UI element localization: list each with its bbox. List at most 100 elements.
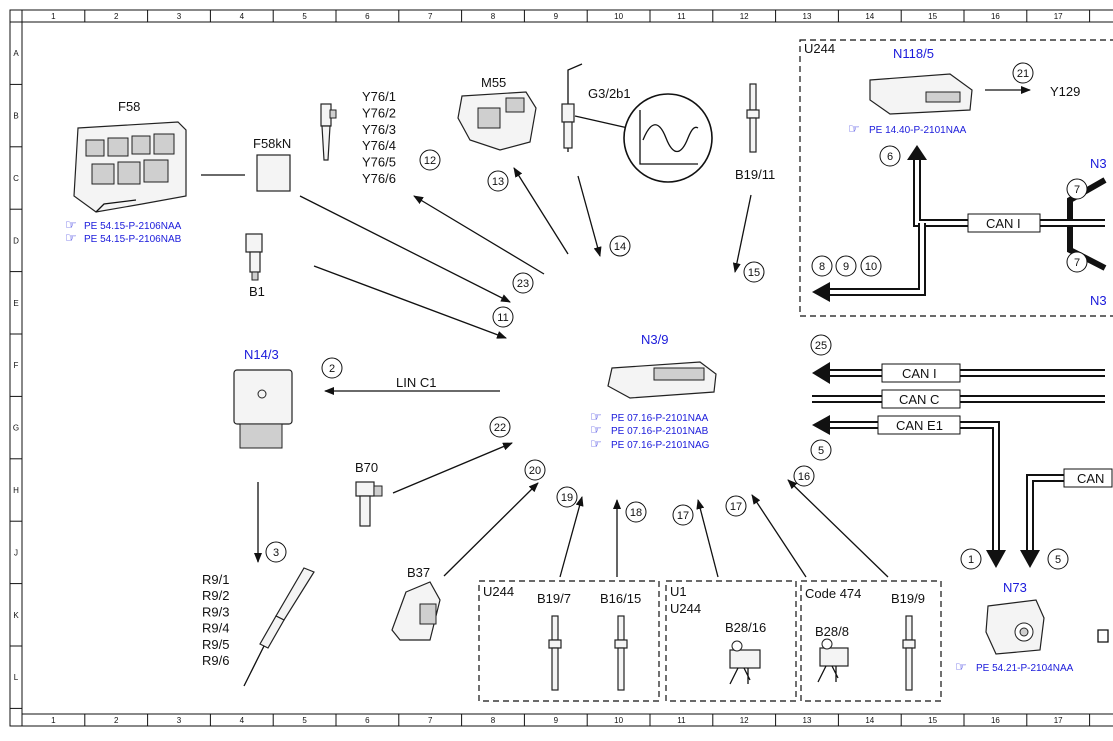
n73-label: N73 — [1003, 580, 1027, 595]
grid-row-label: J — [14, 548, 18, 557]
scope-pointer — [574, 115, 629, 129]
n3-cut-top-label: N3 — [1090, 156, 1107, 171]
signal-2: 2 — [321, 357, 343, 379]
y76-label: Y76/4 — [362, 138, 396, 153]
svg-text:7: 7 — [1074, 257, 1080, 269]
y76-label: Y76/3 — [362, 122, 396, 137]
svg-text:8: 8 — [819, 261, 825, 273]
grid-col-label-top: 3 — [177, 12, 182, 21]
n73-ignition-switch-icon — [985, 599, 1045, 655]
grid-col-label-bottom: 7 — [428, 716, 433, 725]
n3-9-ref-3[interactable]: PE 07.16-P-2101NAG — [611, 440, 710, 451]
can-cut-box — [1063, 468, 1113, 488]
n73-ref[interactable]: PE 54.21-P-2104NAA — [976, 663, 1074, 674]
signal-9: 9 — [835, 255, 857, 277]
y76-label: Y76/1 — [362, 89, 396, 104]
b19-9-sensor-icon — [902, 615, 916, 691]
grid-col-label-top: 9 — [554, 12, 559, 21]
f58-label: F58 — [118, 99, 140, 114]
n3-9-ref-1[interactable]: PE 07.16-P-2101NAA — [611, 413, 709, 424]
f58kn-label: F58kN — [253, 136, 291, 151]
svg-text:5: 5 — [818, 445, 824, 457]
b28-8-label: B28/8 — [815, 624, 849, 639]
f58-ref-2[interactable]: PE 54.15-P-2106NAB — [84, 234, 182, 245]
signal-20: 20 — [524, 459, 546, 481]
svg-text:13: 13 — [492, 176, 504, 188]
svg-text:1: 1 — [968, 554, 974, 566]
can-c-label: CAN C — [899, 392, 939, 407]
grid-col-label-top: 7 — [428, 12, 433, 21]
grid-col-label-top: 17 — [1054, 12, 1063, 21]
signal-22: 22 — [489, 416, 511, 438]
b70-label: B70 — [355, 460, 378, 475]
b28-8-radar-icon — [817, 638, 849, 683]
grid-col-label-bottom: 2 — [114, 716, 119, 725]
scope-axes — [639, 110, 698, 165]
svg-text:19: 19 — [561, 492, 573, 504]
f58-fuse-box-icon — [73, 121, 187, 213]
u244-bottom-group — [478, 580, 660, 702]
can-cut-label: CAN — [1077, 471, 1104, 486]
n14-3-module-icon — [233, 369, 293, 449]
grid-row-label: E — [13, 299, 18, 308]
svg-text:22: 22 — [494, 422, 506, 434]
signal-17-left: 17 — [672, 504, 694, 526]
n3-9-ref-2[interactable]: PE 07.16-P-2101NAB — [611, 426, 709, 437]
g3-2b1-label: G3/2b1 — [588, 86, 631, 101]
lin-c1-label: LIN C1 — [396, 375, 436, 390]
n73-ref-icon: ☞ — [955, 659, 967, 674]
f58-ref-icon: ☞ — [65, 217, 77, 232]
svg-text:9: 9 — [843, 261, 849, 273]
grid-col-label-bottom: 1 — [51, 716, 56, 725]
grid-col-label-top: 4 — [240, 12, 245, 21]
y76-label: Y76/2 — [362, 105, 396, 120]
grid-col-label-bottom: 8 — [491, 716, 496, 725]
oscilloscope-icon — [623, 93, 713, 183]
grid-row-label: F — [14, 361, 19, 370]
r9-label: R9/4 — [202, 621, 229, 636]
f58-ref-1[interactable]: PE 54.15-P-2106NAA — [84, 221, 182, 232]
can-i-box — [881, 363, 961, 383]
grid-col-label-top: 16 — [991, 12, 1000, 21]
n118-5-label: N118/5 — [893, 46, 934, 61]
grid-col-label-top: 6 — [365, 12, 370, 21]
b70-arrow — [392, 442, 513, 494]
r9-label: R9/1 — [202, 572, 229, 587]
can-c-box — [881, 389, 961, 409]
grid-row-label: A — [13, 49, 19, 58]
grid-col-label-bottom: 9 — [554, 716, 559, 725]
grid-col-label-top: 14 — [865, 12, 874, 21]
grid-row-label: C — [13, 174, 19, 183]
n118-ref[interactable]: PE 14.40-P-2101NAA — [869, 125, 967, 136]
grid-row-label: B — [13, 112, 18, 121]
m55-label: M55 — [481, 75, 506, 90]
n3-9-ref-icon-3: ☞ — [590, 436, 602, 451]
grid-labels: 1122334455667788991010111112121313141415… — [13, 12, 1063, 725]
r9-label: R9/2 — [202, 588, 229, 603]
b1-sensor-icon — [245, 233, 263, 281]
grid-col-label-top: 13 — [803, 12, 812, 21]
code-474-group — [800, 580, 942, 702]
svg-text:11: 11 — [497, 312, 508, 324]
signal-18: 18 — [625, 501, 647, 523]
b37-pedal-icon — [391, 581, 441, 641]
svg-text:7: 7 — [1074, 184, 1080, 196]
r9-label: R9/3 — [202, 604, 229, 619]
svg-text:5: 5 — [1055, 554, 1061, 566]
u244-bottom-label: U244 — [483, 584, 514, 599]
grid-col-label-top: 15 — [928, 12, 937, 21]
can-i-internal-bus — [812, 145, 1107, 302]
n3-9-ecu-icon — [607, 361, 717, 399]
frame-border — [9, 9, 1113, 727]
svg-text:12: 12 — [424, 155, 436, 167]
signal-12: 12 — [419, 149, 441, 171]
grid-col-label-bottom: 3 — [177, 716, 182, 725]
y76-label: Y76/5 — [362, 155, 396, 170]
n3-9-label: N3/9 — [641, 332, 668, 347]
b19-11-label: B19/11 — [735, 167, 775, 182]
grid-col-label-top: 2 — [114, 12, 119, 21]
svg-text:21: 21 — [1017, 68, 1029, 80]
y76-injector-icon — [320, 103, 337, 161]
